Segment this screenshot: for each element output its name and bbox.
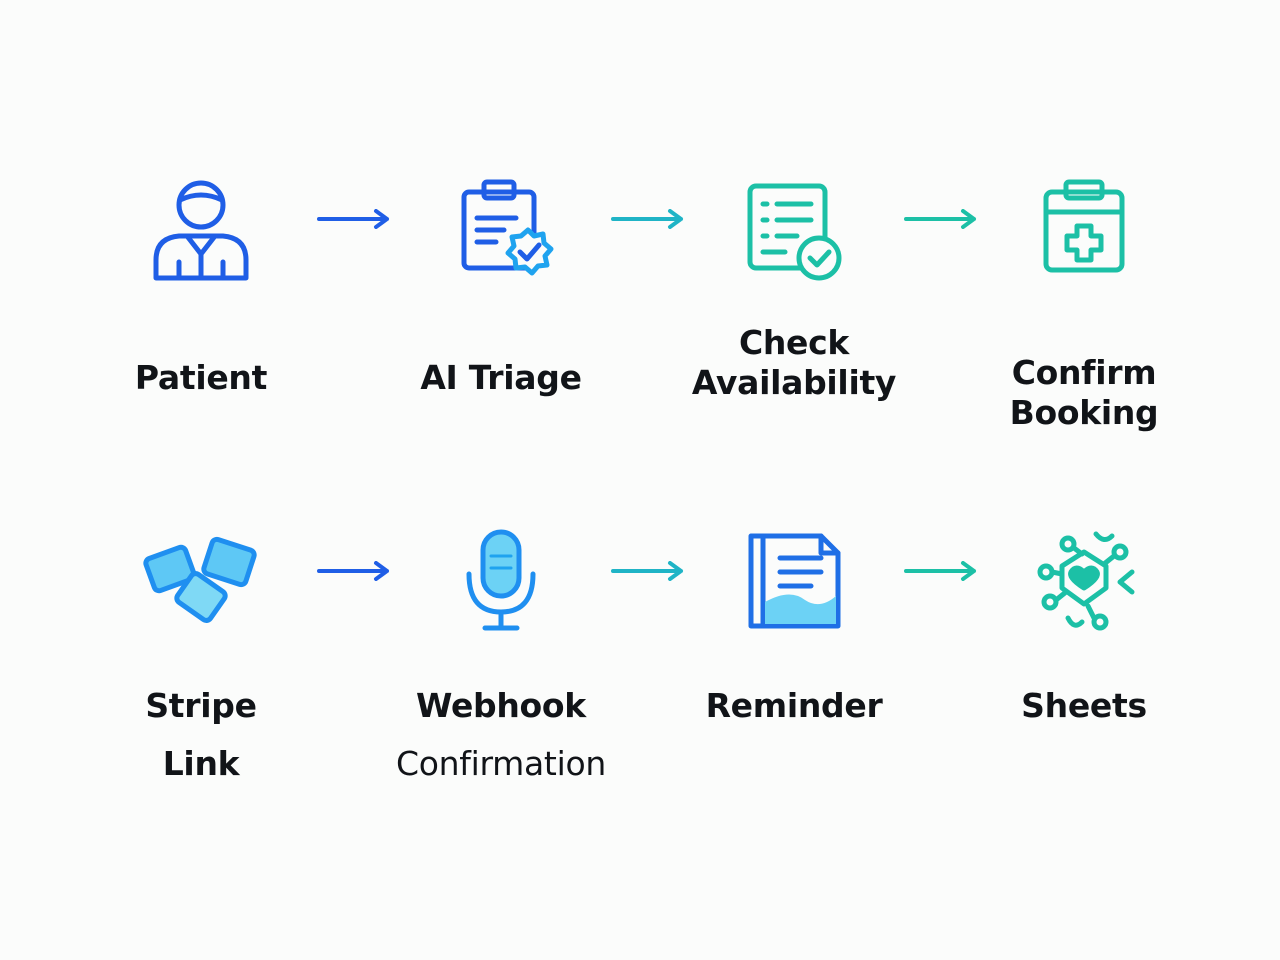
arrow-ai-triage-to-check-availability	[610, 209, 686, 229]
document-icon	[735, 522, 855, 642]
node-label-patient: Patient	[134, 358, 268, 397]
clipboard-badge-icon	[444, 170, 564, 290]
patient-icon	[141, 170, 261, 290]
microphone-icon	[441, 522, 561, 642]
node-label-ai-triage: AI Triage	[420, 358, 582, 397]
node-label-reminder: Reminder	[705, 686, 883, 725]
node-label-confirm-booking: Confirm Booking	[1009, 353, 1159, 432]
medical-clipboard-icon	[1024, 170, 1144, 290]
cards-icon	[141, 522, 261, 642]
checklist-check-icon	[735, 170, 855, 290]
arrow-reminder-to-sheets	[903, 561, 979, 581]
node-label-webhook-confirmation: Webhook Confirmation	[396, 686, 606, 783]
node-label-sheets: Sheets	[1021, 686, 1147, 725]
arrow-check-availability-to-confirm-booking	[903, 209, 979, 229]
network-heart-icon	[1024, 522, 1144, 642]
node-label-stripe-link: Stripe Link	[145, 686, 257, 783]
arrow-stripe-link-to-webhook	[316, 561, 392, 581]
arrow-patient-to-ai-triage	[316, 209, 392, 229]
node-label-check-availability: Check Availability	[691, 323, 897, 402]
arrow-webhook-to-reminder	[610, 561, 686, 581]
